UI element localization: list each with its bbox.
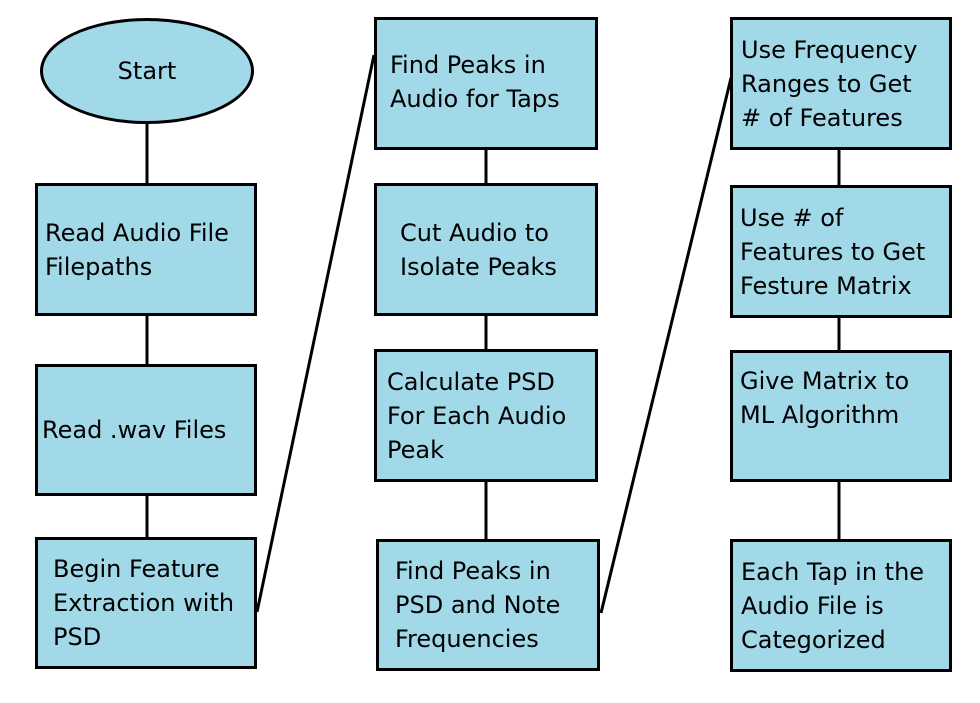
node-line: Features to Get [740,237,926,266]
node-line: Extraction with [53,589,235,617]
node-line: Audio File is [741,591,884,620]
find-peaks-taps-node: Find Peaks in Audio for Taps [374,17,598,150]
node-line: Cut Audio to [400,218,549,247]
node-line: Categorized [741,625,886,654]
node-line: Read .wav Files [42,416,227,444]
node-line: Audio for Taps [390,85,560,113]
node-line: Give Matrix to [740,367,910,395]
node-line: Each Tap in the [741,557,925,586]
node-line: Peak [387,435,444,464]
node-line: Begin Feature [53,555,220,583]
give-matrix-node: Give Matrix to ML Algorithm [730,350,952,482]
connector-col1-to-col2 [255,54,376,613]
node-line: Festure Matrix [740,271,912,300]
begin-extraction-node: Begin Feature Extraction with PSD [35,537,257,669]
start-label: Start [117,57,177,85]
connector-col2-to-col3 [599,77,733,614]
node-line: Use # of [740,203,844,232]
node-line: ML Algorithm [740,401,900,429]
node-line: Use Frequency [741,35,918,64]
cut-audio-node: Cut Audio to Isolate Peaks [374,183,598,316]
node-line: Frequencies [395,625,539,653]
node-line: PSD and Note [395,591,561,619]
read-wav-node: Read .wav Files [35,364,257,496]
node-line: PSD [53,623,102,651]
categorized-node: Each Tap in the Audio File is Categorize… [730,539,952,672]
node-line: Ranges to Get [741,69,912,98]
start-node: Start [40,18,254,124]
node-line: Calculate PSD [387,367,555,396]
find-peaks-psd-node: Find Peaks in PSD and Note Frequencies [376,539,600,671]
node-line: Find Peaks in [395,557,551,585]
freq-ranges-node: Use Frequency Ranges to Get # of Feature… [730,17,952,150]
read-filepaths-node: Read Audio File Filepaths [35,183,257,316]
calc-psd-node: Calculate PSD For Each Audio Peak [374,349,598,482]
node-line: Find Peaks in [390,51,546,79]
node-line: Isolate Peaks [400,252,557,281]
node-line: Read Audio File [45,218,229,247]
node-line: Filepaths [45,252,153,281]
node-line: For Each Audio [387,401,567,430]
feature-matrix-node: Use # of Features to Get Festure Matrix [730,185,952,318]
node-line: # of Features [741,103,903,132]
